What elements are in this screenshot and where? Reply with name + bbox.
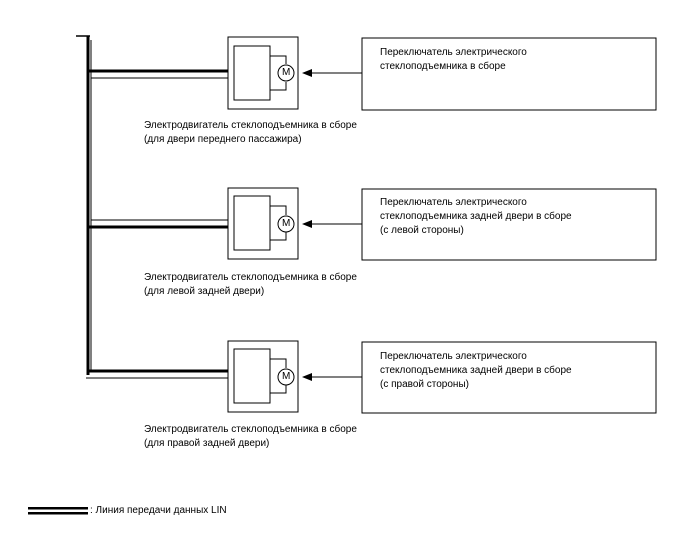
motor-symbol-3: M [282, 371, 291, 382]
motor-assembly-3 [227, 340, 299, 413]
switch-label-line: стеклоподъемника в сборе [380, 61, 506, 72]
switch-label-line: стеклоподъемника задней двери в сборе [380, 365, 572, 376]
lin-bus-trunk [76, 35, 228, 379]
motor-label-line: Электродвигатель стеклоподъемника в сбор… [144, 424, 357, 435]
legend-text: : Линия передачи данных LIN [90, 505, 227, 516]
motor-symbol-1: M [282, 67, 291, 78]
switch-label-3: Переключатель электрического стеклоподъе… [380, 350, 572, 392]
motor-assembly-1 [227, 36, 299, 110]
arrow-3 [302, 373, 362, 381]
arrow-1 [302, 69, 362, 77]
motor-icon [277, 64, 295, 82]
switch-label-line: (с правой стороны) [380, 379, 469, 390]
switch-label-line: стеклоподъемника задней двери в сборе [380, 211, 572, 222]
motor-label-3: Электродвигатель стеклоподъемника в сбор… [144, 423, 357, 451]
motor-assembly-2 [227, 187, 299, 260]
motor-symbol-2: M [282, 218, 291, 229]
motor-icon [277, 368, 295, 386]
motor-label-line: (для правой задней двери) [144, 438, 270, 449]
lin-branch-2 [88, 219, 228, 229]
motor-label-line: (для левой задней двери) [144, 286, 265, 297]
lin-branch-1 [88, 69, 228, 79]
switch-label-2: Переключатель электрического стеклоподъе… [380, 196, 572, 238]
switch-label-line: Переключатель электрического [380, 197, 527, 208]
legend-line-sample [28, 507, 88, 515]
switch-label-line: Переключатель электрического [380, 351, 527, 362]
switch-label-line: Переключатель электрического [380, 47, 527, 58]
switch-label-1: Переключатель электрического стеклоподъе… [380, 46, 527, 74]
arrow-2 [302, 220, 362, 228]
motor-icon [277, 215, 295, 233]
motor-label-line: Электродвигатель стеклоподъемника в сбор… [144, 272, 357, 283]
motor-label-2: Электродвигатель стеклоподъемника в сбор… [144, 271, 357, 299]
switch-box-3 [361, 341, 657, 414]
motor-label-line: Электродвигатель стеклоподъемника в сбор… [144, 120, 357, 131]
motor-label-1: Электродвигатель стеклоподъемника в сбор… [144, 119, 357, 147]
switch-label-line: (с левой стороны) [380, 225, 464, 236]
switch-box-2 [361, 188, 657, 261]
motor-label-line: (для двери переднего пассажира) [144, 134, 302, 145]
switch-box-1 [361, 37, 657, 111]
